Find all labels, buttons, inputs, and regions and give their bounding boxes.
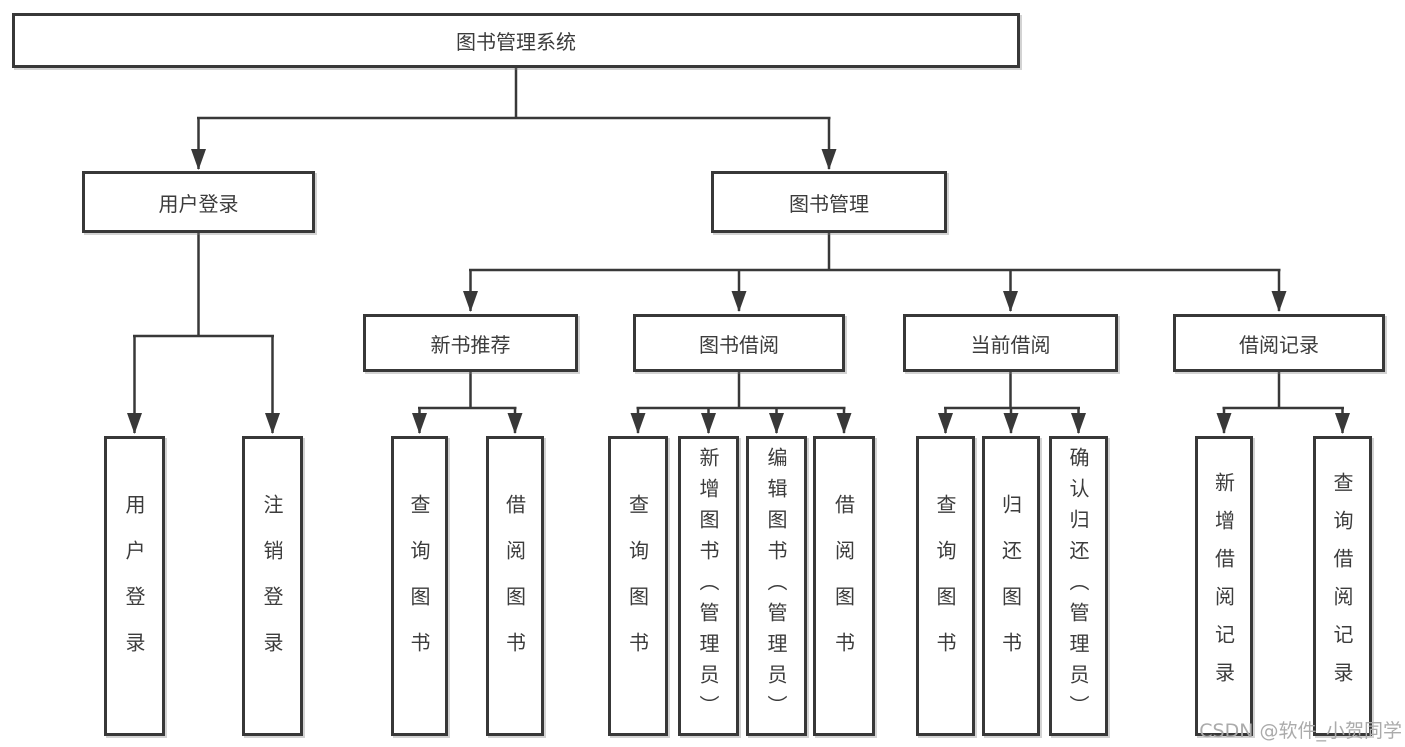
node-book-borrow: 图书借阅	[633, 314, 845, 372]
node-borrow-records: 借阅记录	[1173, 314, 1385, 372]
node-user-login: 用户登录	[82, 171, 315, 233]
node-book-management-label: 图书管理	[789, 191, 869, 216]
node-query-books-recommend: 查询图书	[391, 436, 448, 736]
node-user-login-label: 用户登录	[158, 191, 239, 216]
node-root-label: 图书管理系统	[456, 30, 576, 54]
node-query-books-current: 查询图书	[916, 436, 975, 736]
node-query-borrow-record: 查询借阅记录	[1313, 436, 1372, 736]
node-add-borrow-record: 新增借阅记录	[1195, 436, 1253, 736]
node-borrow-books: 借阅图书	[813, 436, 875, 736]
node-confirm-return-admin: 确认归还（管理员）	[1049, 436, 1108, 736]
node-current-borrow: 当前借阅	[903, 314, 1118, 372]
node-query-books-borrow: 查询图书	[608, 436, 668, 736]
csdn-watermark: CSDN @软件_小贺同学	[1199, 720, 1402, 742]
node-add-book-admin: 新增图书（管理员）	[678, 436, 739, 736]
node-borrow-books-recommend: 借阅图书	[486, 436, 544, 736]
node-logout: 注销登录	[242, 436, 303, 736]
node-user-login-leaf: 用户登录	[104, 436, 165, 736]
node-new-book-recommend: 新书推荐	[363, 314, 578, 372]
node-return-books: 归还图书	[982, 436, 1040, 736]
node-root: 图书管理系统	[12, 13, 1020, 68]
node-edit-book-admin: 编辑图书（管理员）	[746, 436, 807, 736]
node-book-management: 图书管理	[711, 171, 947, 233]
